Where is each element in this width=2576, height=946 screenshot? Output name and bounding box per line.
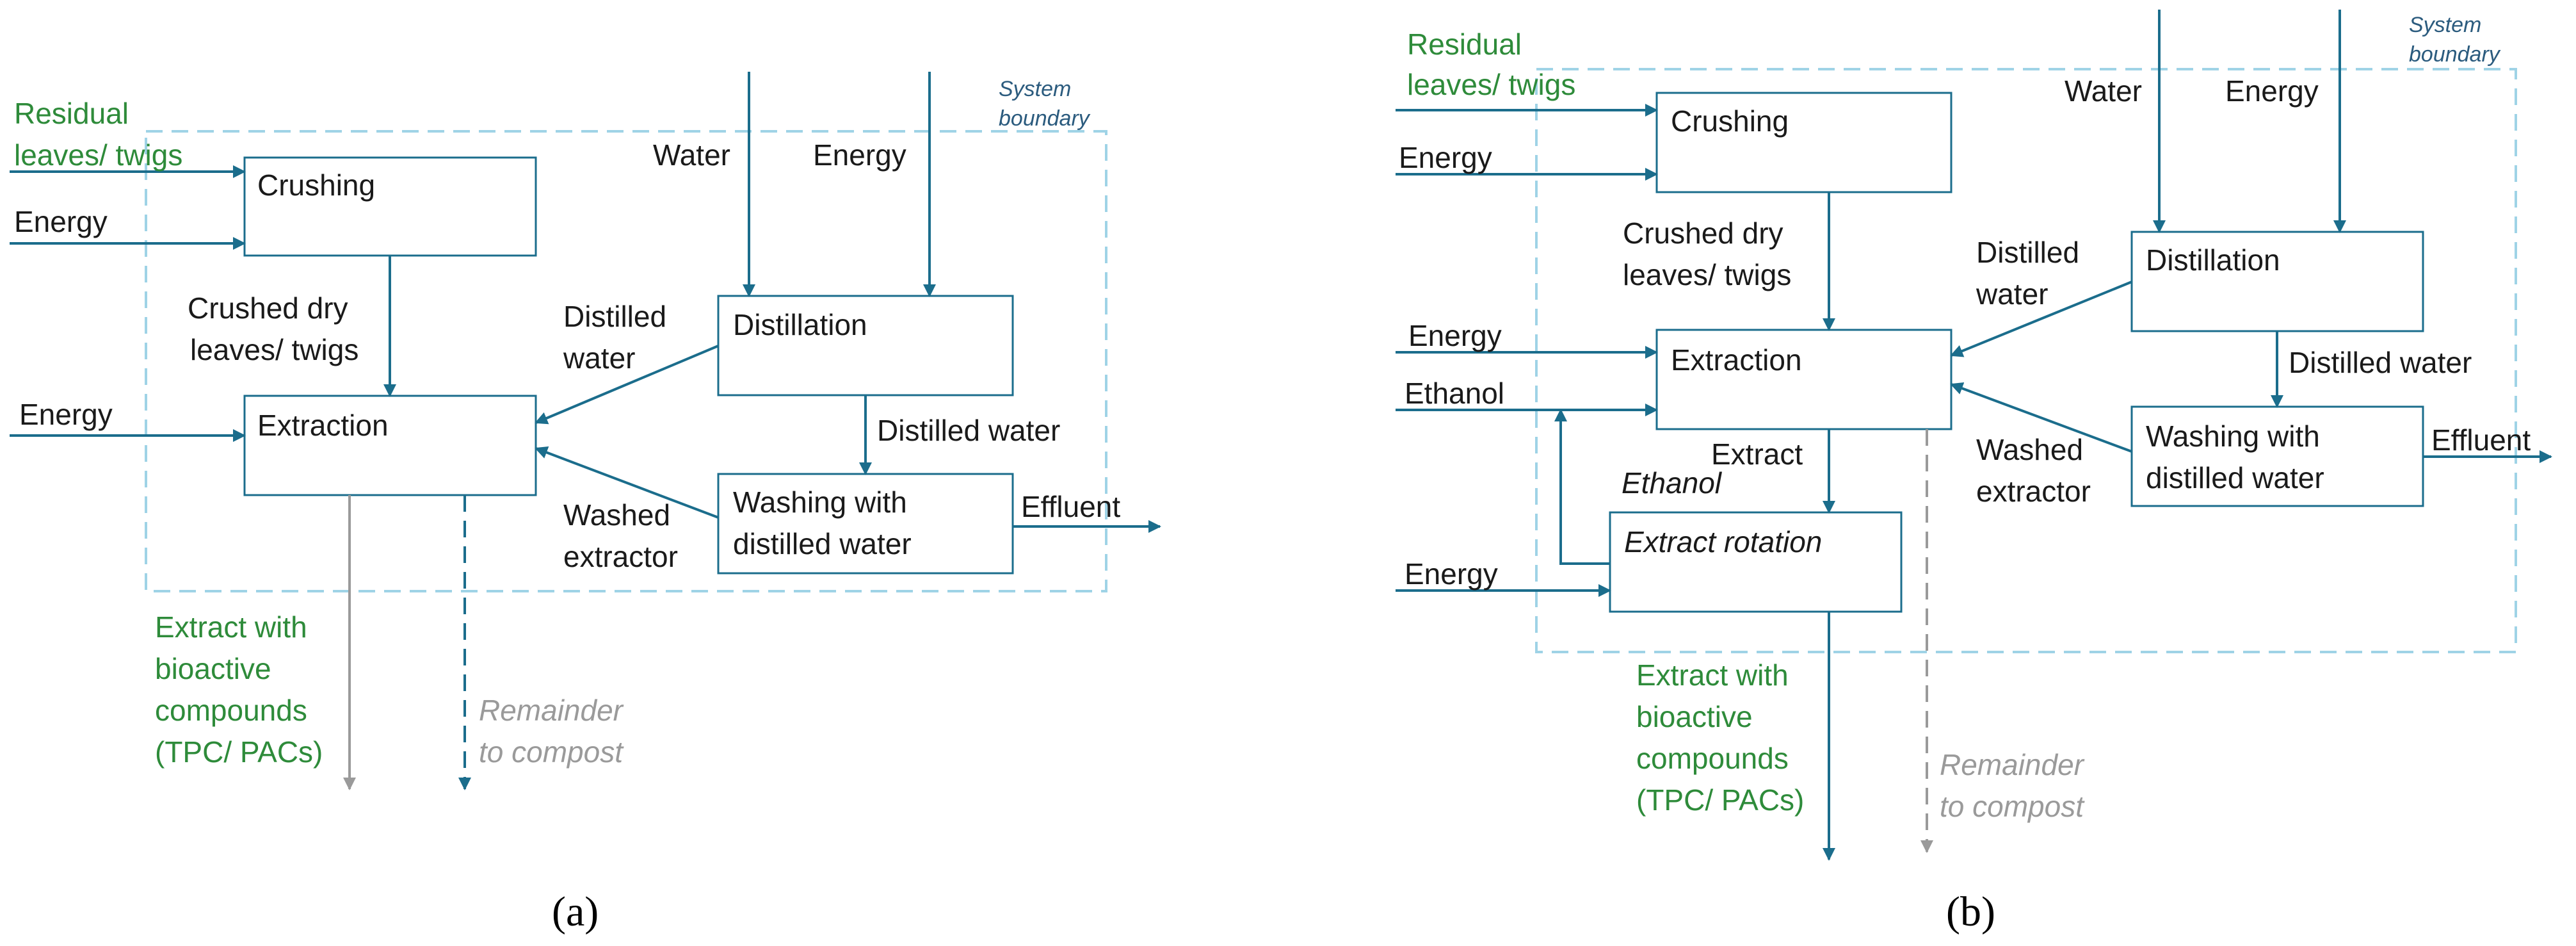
energy-crush-label-a: Energy [14, 205, 108, 238]
extract-out-label-b-2: bioactive [1636, 700, 1753, 733]
distilled-water-label-b-1: Distilled [1976, 236, 2079, 269]
remainder-label-a-2: to compost [479, 735, 624, 769]
extract-out-label-b-3: compounds [1636, 742, 1789, 775]
remainder-label-a-1: Remainder [479, 694, 624, 727]
rotation-label-b: Extract rotation [1624, 525, 1822, 559]
washing-label-a-2: distilled water [733, 527, 912, 560]
extract-out-label-a-1: Extract with [155, 610, 307, 644]
energy-rotation-label-b: Energy [1405, 557, 1498, 591]
crushed-label-a-1: Crushed dry [188, 291, 348, 325]
extraction-box-a [243, 395, 537, 496]
extract-out-label-a-3: compounds [155, 694, 307, 727]
residual-label-a-1: Residual [14, 97, 129, 130]
washing-label-b-1: Washing with [2146, 420, 2320, 453]
energy-extract-label-a: Energy [19, 398, 113, 431]
distilled-down-label-a: Distilled water [877, 414, 1060, 447]
extract-out-label-a-2: bioactive [155, 652, 271, 685]
caption-a: (a) [552, 888, 599, 935]
rotation-box-b [1609, 511, 1903, 613]
distilled-water-arrow-b [1950, 281, 2132, 357]
energy-top-label-a: Energy [813, 138, 906, 172]
distilled-water-arrow-a [535, 345, 719, 425]
energy-extract-label-b: Energy [1408, 319, 1502, 352]
extraction-label-a: Extraction [257, 409, 389, 442]
washing-box-b [2130, 405, 2424, 507]
distilled-water-label-a-2: water [563, 341, 635, 375]
extract-out-label-b-4: (TPC/ PACs) [1636, 783, 1804, 817]
crushing-label-b: Crushing [1671, 104, 1789, 138]
distilled-water-label-b-2: water [1976, 277, 2048, 311]
distillation-label-a: Distillation [733, 308, 867, 341]
panel-b: System boundary Crushing Extraction Dist… [1396, 10, 2552, 935]
residual-label-a-2: leaves/ twigs [14, 138, 182, 172]
crushed-label-b-1: Crushed dry [1623, 216, 1783, 250]
system-boundary-label-b-1: System [2409, 13, 2481, 37]
energy-crush-label-b: Energy [1399, 141, 1492, 174]
remainder-label-b-1: Remainder [1940, 748, 2085, 781]
crushed-label-b-2: leaves/ twigs [1623, 258, 1791, 291]
extraction-box-b [1655, 329, 1952, 430]
panel-a: System boundary Crushing Extraction Dist… [10, 72, 1161, 935]
system-boundary-label-a-1: System [999, 77, 1071, 101]
washed-label-b-2: extractor [1976, 475, 2091, 508]
crushing-label-a: Crushing [257, 168, 375, 202]
energy-top-label-b: Energy [2225, 74, 2319, 108]
washed-label-a-2: extractor [563, 540, 678, 573]
caption-b: (b) [1946, 888, 1995, 935]
washed-extractor-arrow-b [1950, 382, 2132, 453]
extract-label-b: Extract [1711, 437, 1803, 471]
effluent-label-b: Effluent [2431, 423, 2531, 457]
water-label-b: Water [2065, 74, 2142, 108]
crushing-box-b [1655, 92, 1952, 193]
extraction-label-b: Extraction [1671, 343, 1802, 377]
effluent-label-a: Effluent [1021, 490, 1120, 523]
washed-label-b-1: Washed [1976, 433, 2083, 466]
ethanol-label-b: Ethanol [1405, 377, 1504, 410]
distillation-box-b [2130, 231, 2424, 332]
distilled-down-label-b: Distilled water [2289, 346, 2472, 379]
washing-label-b-2: distilled water [2146, 461, 2324, 494]
distilled-water-label-a-1: Distilled [563, 300, 666, 333]
water-label-a: Water [653, 138, 730, 172]
ethanol-recycle-arrow-b [1554, 409, 1610, 565]
distillation-label-b: Distillation [2146, 243, 2280, 277]
ethanol-recycle-label-b: Ethanol [1622, 466, 1723, 500]
residual-label-b-2: leaves/ twigs [1407, 68, 1575, 101]
washing-label-a-1: Washing with [733, 485, 907, 519]
washed-label-a-1: Washed [563, 498, 670, 532]
extract-out-label-b-1: Extract with [1636, 658, 1789, 692]
system-boundary-a [145, 130, 1107, 592]
system-boundary-label-a-2: boundary [999, 106, 1091, 131]
crushing-box-a [243, 156, 537, 257]
system-boundary-b [1535, 68, 2517, 653]
crushed-label-a-2: leaves/ twigs [190, 333, 358, 366]
remainder-label-b-2: to compost [1940, 790, 2085, 823]
system-boundary-label-b-2: boundary [2409, 42, 2501, 67]
extract-out-label-a-4: (TPC/ PACs) [155, 735, 323, 769]
residual-label-b-1: Residual [1407, 28, 1522, 61]
washed-extractor-arrow-a [535, 446, 719, 519]
